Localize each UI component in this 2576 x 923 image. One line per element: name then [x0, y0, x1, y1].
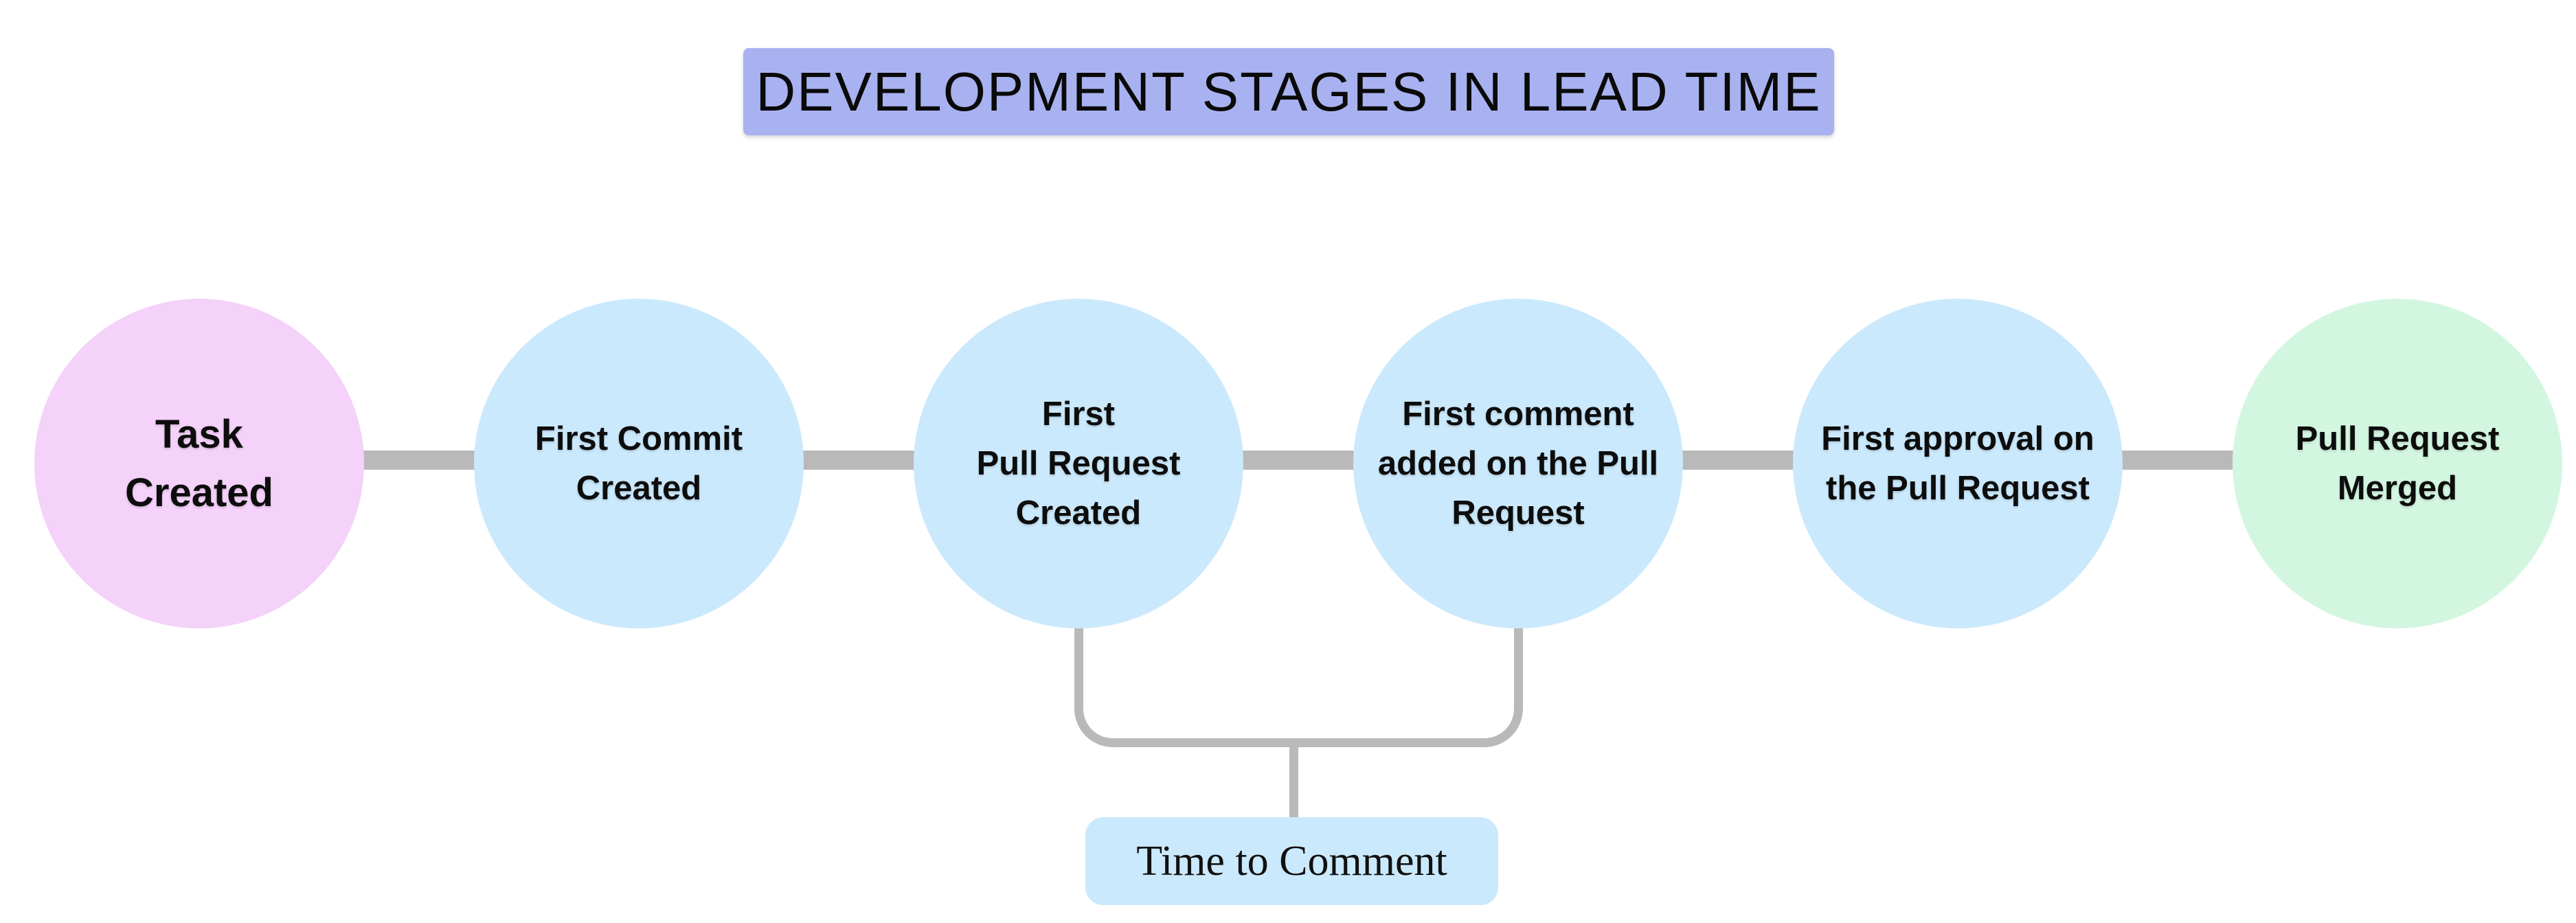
stage-label: Task Created: [125, 411, 273, 515]
title-banner: DEVELOPMENT STAGES IN LEAD TIME: [743, 48, 1834, 135]
stage-first-commit-created: First Commit Created: [474, 299, 804, 628]
stage-label: First approval on the Pull Request: [1821, 420, 2094, 507]
stage-label: Pull Request Merged: [2295, 420, 2500, 507]
time-to-comment-bracket-stem: [1289, 745, 1298, 819]
time-to-comment-label-box: Time to Comment: [1085, 817, 1498, 905]
stage-first-pull-request-created: First Pull Request Created: [914, 299, 1243, 628]
stage-label: First comment added on the Pull Request: [1377, 395, 1659, 532]
stage-label: First Pull Request Created: [976, 395, 1181, 532]
stage-label: First Commit Created: [534, 420, 743, 507]
stage-first-comment-added: First comment added on the Pull Request: [1353, 299, 1683, 628]
time-to-comment-bracket: [1074, 622, 1523, 747]
stage-pull-request-merged: Pull Request Merged: [2233, 299, 2562, 628]
page-title: DEVELOPMENT STAGES IN LEAD TIME: [756, 60, 1822, 122]
stage-first-approval: First approval on the Pull Request: [1793, 299, 2123, 628]
time-to-comment-label: Time to Comment: [1136, 837, 1447, 885]
stage-task-created: Task Created: [34, 299, 364, 628]
